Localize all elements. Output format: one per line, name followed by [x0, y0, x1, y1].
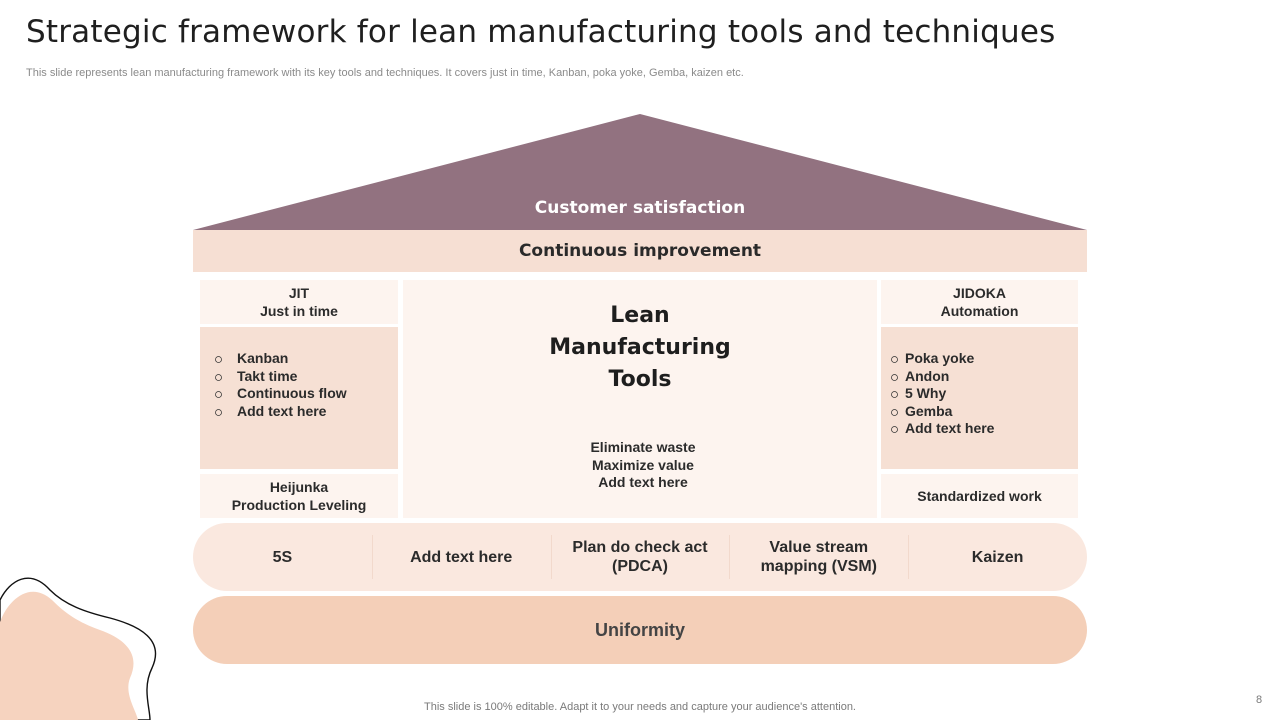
bullet-circle-icon [215, 356, 222, 363]
right-pillar-list: Poka yoke Andon 5 Why Gemba Add text her… [881, 327, 1078, 469]
left-pillar-subtitle: Just in time [260, 303, 338, 319]
left-pillar-base-title: Heijunka [269, 479, 329, 495]
right-pillar-base-label: Standardized work [917, 488, 1042, 504]
right-pillar-base: Standardized work [881, 474, 1078, 518]
continuous-improvement-label: Continuous improvement [518, 241, 762, 261]
bullet-circle-icon [891, 356, 898, 363]
right-pillar-title: JIDOKA [953, 285, 1006, 301]
roof-triangle [193, 114, 1087, 230]
tool-5s: 5S [272, 548, 293, 566]
list-item: Add text here [214, 403, 347, 421]
left-pillar-list: Kanban Takt time Continuous flow Add tex… [200, 327, 398, 469]
slide-title: Strategic framework for lean manufacturi… [26, 14, 1056, 50]
foundation-label: Uniformity [595, 619, 685, 640]
page-number: 8 [1256, 694, 1263, 706]
center-subtext: Eliminate waste Maximize value Add text … [590, 439, 696, 491]
right-pillar-header: JIDOKA Automation [881, 280, 1078, 324]
left-pillar-title: JIT [288, 285, 310, 301]
list-item: Andon [890, 368, 994, 386]
left-pillar-base-subtitle: Production Leveling [231, 497, 367, 513]
bullet-circle-icon [891, 426, 898, 434]
list-item: Gemba [890, 403, 994, 421]
decorative-blob-icon [0, 577, 157, 720]
bullet-circle-icon [215, 373, 222, 381]
list-item: Takt time [214, 368, 347, 386]
left-pillar-header: JIT Just in time [200, 280, 398, 324]
bullet-circle-icon [215, 391, 222, 399]
continuous-improvement-band: Continuous improvement [193, 230, 1087, 272]
tool-pdca: Plan do check act(PDCA) [550, 523, 730, 591]
list-item: 5 Why [890, 385, 994, 403]
bullet-circle-icon [891, 373, 898, 381]
footer-note: This slide is 100% editable. Adapt it to… [424, 701, 856, 713]
list-item: Continuous flow [214, 385, 347, 403]
list-item: Kanban [214, 350, 347, 368]
bullet-circle-icon [891, 391, 898, 399]
center-title: Lean Manufacturing Tools [549, 303, 731, 392]
right-pillar-subtitle: Automation [940, 303, 1019, 319]
left-pillar-base: Heijunka Production Leveling [200, 474, 398, 518]
tools-band: 5S Add text here Plan do check act(PDCA)… [193, 523, 1087, 591]
bullet-circle-icon [215, 408, 222, 416]
tool-add-text: Add text here [371, 523, 551, 591]
foundation-uniformity: Uniformity [193, 596, 1087, 664]
roof-label-customer-satisfaction: Customer satisfaction [534, 198, 746, 218]
bullet-circle-icon [891, 408, 898, 416]
list-item: Poka yoke [890, 350, 994, 368]
slide-subtitle: This slide represents lean manufacturing… [26, 67, 744, 79]
center-panel [403, 280, 877, 518]
list-item: Add text here [890, 420, 994, 438]
tool-kaizen: Kaizen [908, 523, 1087, 591]
